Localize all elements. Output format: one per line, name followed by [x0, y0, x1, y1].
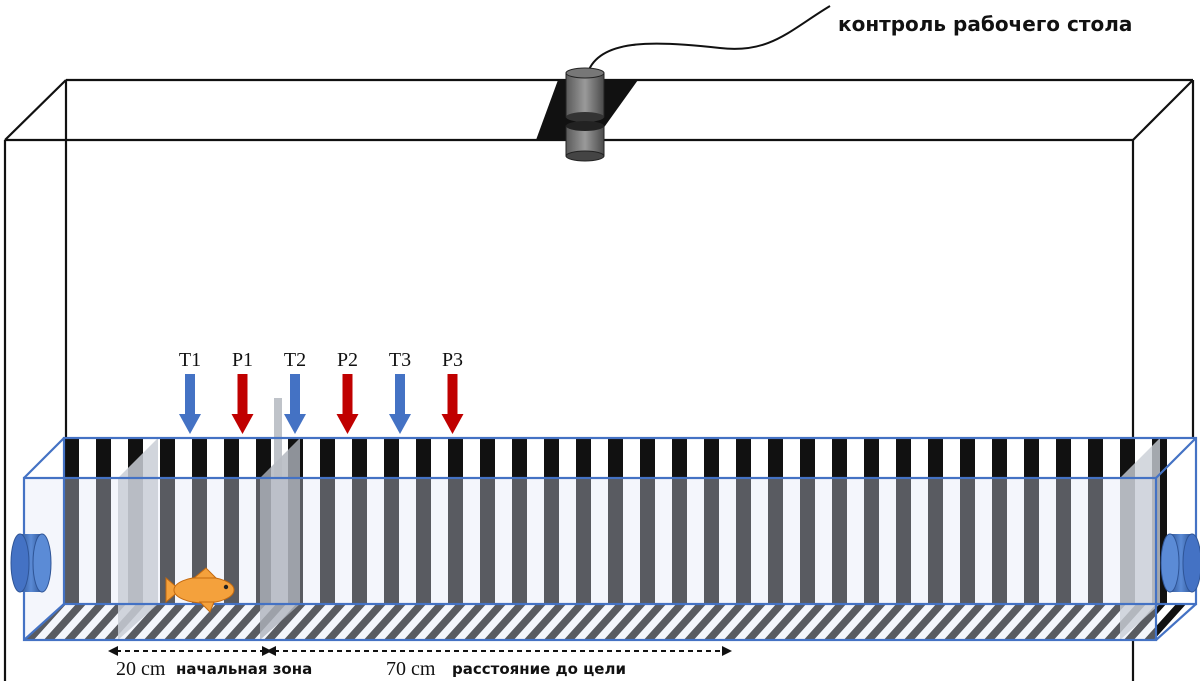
wall-stripe [864, 438, 879, 604]
start-zone-value: 20 cm [116, 658, 166, 680]
goal-distance-arrowhead-right [722, 646, 732, 656]
marker-label: P3 [442, 349, 463, 371]
marker-label: T1 [179, 349, 201, 371]
wall-stripe [768, 438, 783, 604]
wall-stripe [1024, 438, 1039, 604]
wall-stripe [1088, 438, 1103, 604]
marker-group: T1 P1 T2 P2 T3 P3 [179, 349, 464, 434]
tank [22, 398, 1198, 642]
wall-stripe [320, 438, 335, 604]
wall-stripe [64, 438, 79, 604]
marker-p2: P2 [336, 349, 359, 434]
marker-t1: T1 [179, 349, 201, 434]
distance-indicators: 20 cm начальная зона 70 cm расстояние до… [108, 646, 732, 680]
start-zone-label: начальная зона [176, 660, 312, 678]
marker-arrow-shaft [237, 374, 248, 416]
wall-stripe [480, 438, 495, 604]
marker-t2: T2 [284, 349, 306, 434]
wall-stripe [928, 438, 943, 604]
marker-p1: P1 [231, 349, 254, 434]
wall-stripe [512, 438, 527, 604]
wall-stripe [192, 438, 207, 604]
goal-distance-label: расстояние до цели [452, 660, 626, 678]
wall-stripe [992, 438, 1007, 604]
marker-arrow-head [441, 414, 464, 434]
goal-distance-arrowhead-left [266, 646, 276, 656]
wall-stripe [96, 438, 111, 604]
wall-stripe [576, 438, 591, 604]
marker-arrow-shaft [185, 374, 195, 416]
marker-arrow-shaft [395, 374, 405, 416]
wall-stripe [160, 438, 175, 604]
start-zone-arrowhead-left [108, 646, 118, 656]
wall-stripe [896, 438, 911, 604]
wall-stripe [736, 438, 751, 604]
marker-arrow-head [336, 414, 359, 434]
marker-label: P2 [337, 349, 358, 371]
marker-arrow-head [284, 414, 306, 434]
wall-stripe [704, 438, 719, 604]
marker-p3: P3 [441, 349, 464, 434]
marker-arrow-shaft [290, 374, 300, 416]
marker-label: T2 [284, 349, 306, 371]
marker-t3: T3 [389, 349, 411, 434]
marker-arrow-head [231, 414, 254, 434]
wall-stripe [960, 438, 975, 604]
wall-stripe [672, 438, 687, 604]
wall-stripe [1056, 438, 1071, 604]
marker-arrow-shaft [342, 374, 353, 416]
left-end-cap [10, 533, 52, 593]
marker-arrow-head [179, 414, 201, 434]
wall-stripe [448, 438, 463, 604]
wall-stripe [608, 438, 623, 604]
marker-label: P1 [232, 349, 253, 371]
wall-stripe [544, 438, 559, 604]
wall-stripe [224, 438, 239, 604]
wall-stripe [384, 438, 399, 604]
fish-icon [165, 567, 235, 613]
wall-stripe [352, 438, 367, 604]
wall-stripe [416, 438, 431, 604]
camera-icon [536, 5, 831, 162]
wall-stripe [832, 438, 847, 604]
wall-stripe [640, 438, 655, 604]
marker-label: T3 [389, 349, 411, 371]
marker-arrow-head [389, 414, 411, 434]
right-end-cap [1160, 533, 1200, 593]
marker-arrow-shaft [447, 374, 458, 416]
goal-distance-value: 70 cm [386, 658, 436, 680]
wall-stripe [800, 438, 815, 604]
camera-label: контроль рабочего стола [838, 12, 1132, 36]
